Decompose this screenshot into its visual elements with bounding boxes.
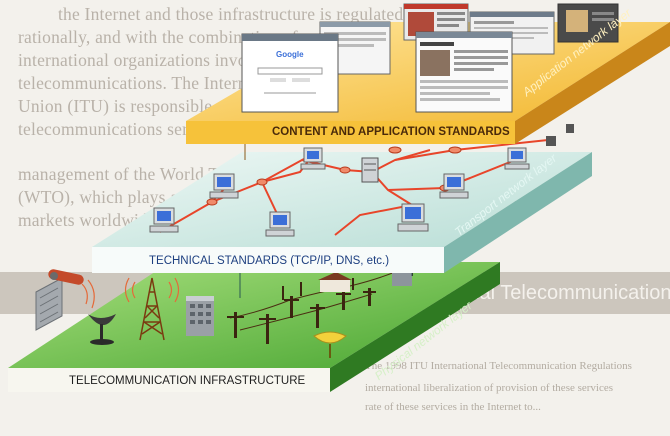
application-network-layer	[186, 3, 670, 144]
routers	[206, 146, 462, 206]
background-text-line: the Internet and those infrastructure is…	[58, 4, 404, 24]
computer	[265, 211, 295, 237]
computer	[209, 173, 239, 199]
application-layer-side	[515, 22, 670, 144]
transmission-tower	[139, 277, 165, 341]
server	[361, 157, 379, 183]
computer-workstations	[149, 124, 574, 237]
telecommunication-infrastructure-label: TELECOMMUNICATION INFRASTRUCTURE	[69, 375, 306, 387]
computer	[504, 147, 530, 170]
background-footer-line: The 1998 ITU International Telecommunica…	[365, 360, 632, 372]
satellite-dish	[313, 331, 347, 358]
google-logo-text: Google	[276, 50, 304, 59]
signal-waves	[81, 277, 180, 309]
technical-standards-label: TECHNICAL STANDARDS (TCP/IP, DNS, etc.)	[149, 255, 390, 267]
computer	[397, 203, 429, 232]
google-browser-window	[241, 33, 339, 113]
computer	[149, 207, 179, 233]
satellite-dish	[88, 314, 116, 345]
transport-layer-front	[92, 247, 444, 273]
background-text-line: markets worldwide.	[18, 210, 161, 230]
wall-panel	[35, 277, 63, 331]
browser-window	[415, 31, 513, 113]
physical-layer-front	[8, 368, 330, 392]
physical-layer-side	[330, 262, 500, 392]
physical-layer-top	[8, 262, 500, 368]
browser-window	[557, 3, 619, 43]
office-building	[186, 296, 214, 336]
computer	[300, 147, 326, 170]
satellite	[48, 269, 84, 285]
transport-network-layer	[92, 124, 592, 273]
application-layer-front	[186, 121, 515, 144]
computer	[566, 124, 574, 133]
computer	[439, 173, 469, 199]
physical-network-layer	[8, 253, 500, 392]
computer	[546, 136, 556, 146]
content-and-application-standards-label: CONTENT AND APPLICATION STANDARDS	[272, 126, 510, 138]
background-footer-line: rate of these services in the Internet t…	[365, 401, 541, 413]
background-footer-line: international liberalization of provisio…	[365, 382, 614, 394]
transport-layer-side	[444, 152, 592, 273]
house	[318, 272, 352, 292]
